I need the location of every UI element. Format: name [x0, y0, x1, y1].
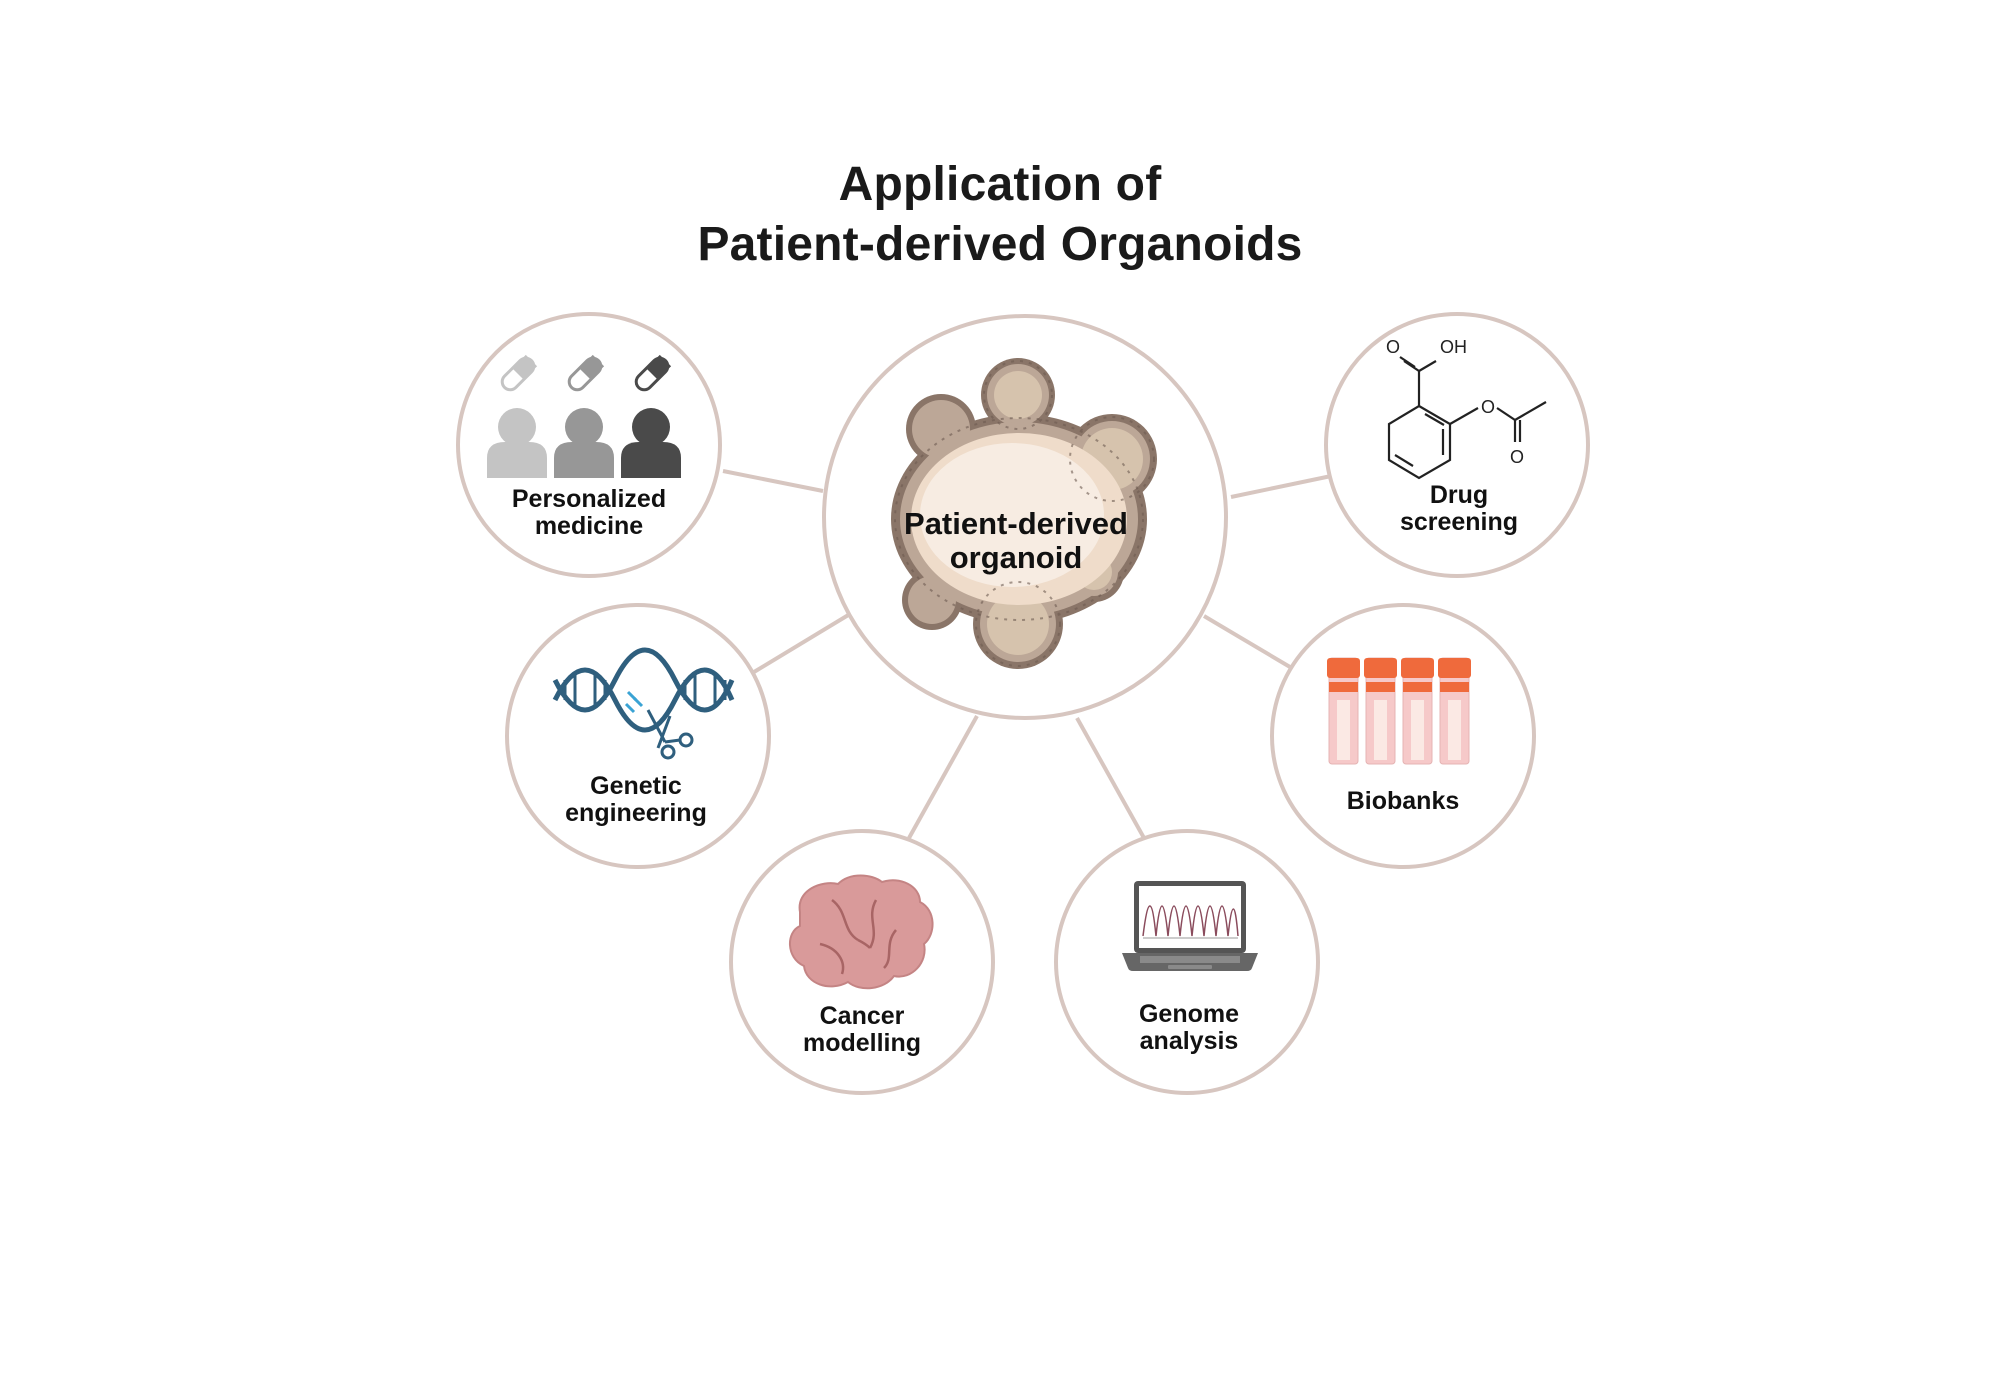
node-personalized-medicine: Personalized medicine	[456, 312, 722, 578]
patients-with-pills-icon	[487, 354, 681, 478]
center-label-line-2: organoid	[950, 540, 1083, 575]
connector-cancer-modelling	[907, 715, 979, 839]
molecule-o-top: O	[1386, 337, 1400, 357]
connector-personalized-medicine	[722, 469, 824, 493]
label-drug-screening-line-1: Drug	[1430, 481, 1488, 509]
title-line-1: Application of	[838, 158, 1162, 211]
label-biobanks: Biobanks	[1347, 787, 1460, 815]
node-biobanks: Biobanks	[1270, 603, 1536, 869]
molecule-o-carbonyl: O	[1510, 447, 1524, 467]
label-cancer-modelling-line-2: modelling	[803, 1029, 921, 1057]
node-genome-analysis: Genome analysis	[1054, 829, 1320, 1095]
label-genetic-engineering-line-1: Genetic	[590, 772, 682, 800]
diagram-title: Application of Patient-derived Organoids	[0, 155, 2000, 275]
node-genetic-engineering: Genetic engineering	[505, 603, 771, 869]
label-genetic-engineering-line-2: engineering	[565, 799, 707, 827]
label-drug-screening-line-2: screening	[1400, 508, 1518, 536]
label-genome-analysis-line-1: Genome	[1139, 1000, 1239, 1028]
molecule-oh: OH	[1440, 337, 1467, 357]
label-genome-analysis-line-2: analysis	[1140, 1027, 1239, 1055]
center-label-line-1: Patient-derived	[904, 506, 1128, 541]
center-node: Patient-derived organoid	[822, 314, 1228, 720]
title-line-2: Patient-derived Organoids	[697, 218, 1303, 271]
label-personalized-medicine-line-1: Personalized	[512, 485, 666, 513]
dna-scissors-icon	[552, 647, 735, 760]
label-personalized-medicine-line-2: medicine	[535, 512, 643, 540]
tumor-icon	[789, 874, 934, 990]
node-cancer-modelling: Cancer modelling	[729, 829, 995, 1095]
label-cancer-modelling-line-1: Cancer	[820, 1002, 905, 1030]
node-drug-screening: O OH O O Drug screening	[1324, 312, 1590, 578]
node-circle-genetic-engineering	[505, 603, 771, 869]
connector-genetic-engineering	[752, 612, 852, 674]
molecule-o-ester: O	[1481, 397, 1495, 417]
connector-biobanks	[1202, 614, 1292, 669]
connector-drug-screening	[1230, 473, 1337, 499]
sample-tubes-icon	[1327, 657, 1471, 765]
connector-genome-analysis	[1075, 717, 1146, 839]
laptop-sequencing-icon	[1122, 881, 1258, 971]
node-circle-drug-screening	[1324, 312, 1590, 578]
connectors	[722, 469, 1337, 839]
aspirin-molecule-icon	[1387, 356, 1547, 480]
organoid-cluster-icon	[891, 358, 1157, 669]
